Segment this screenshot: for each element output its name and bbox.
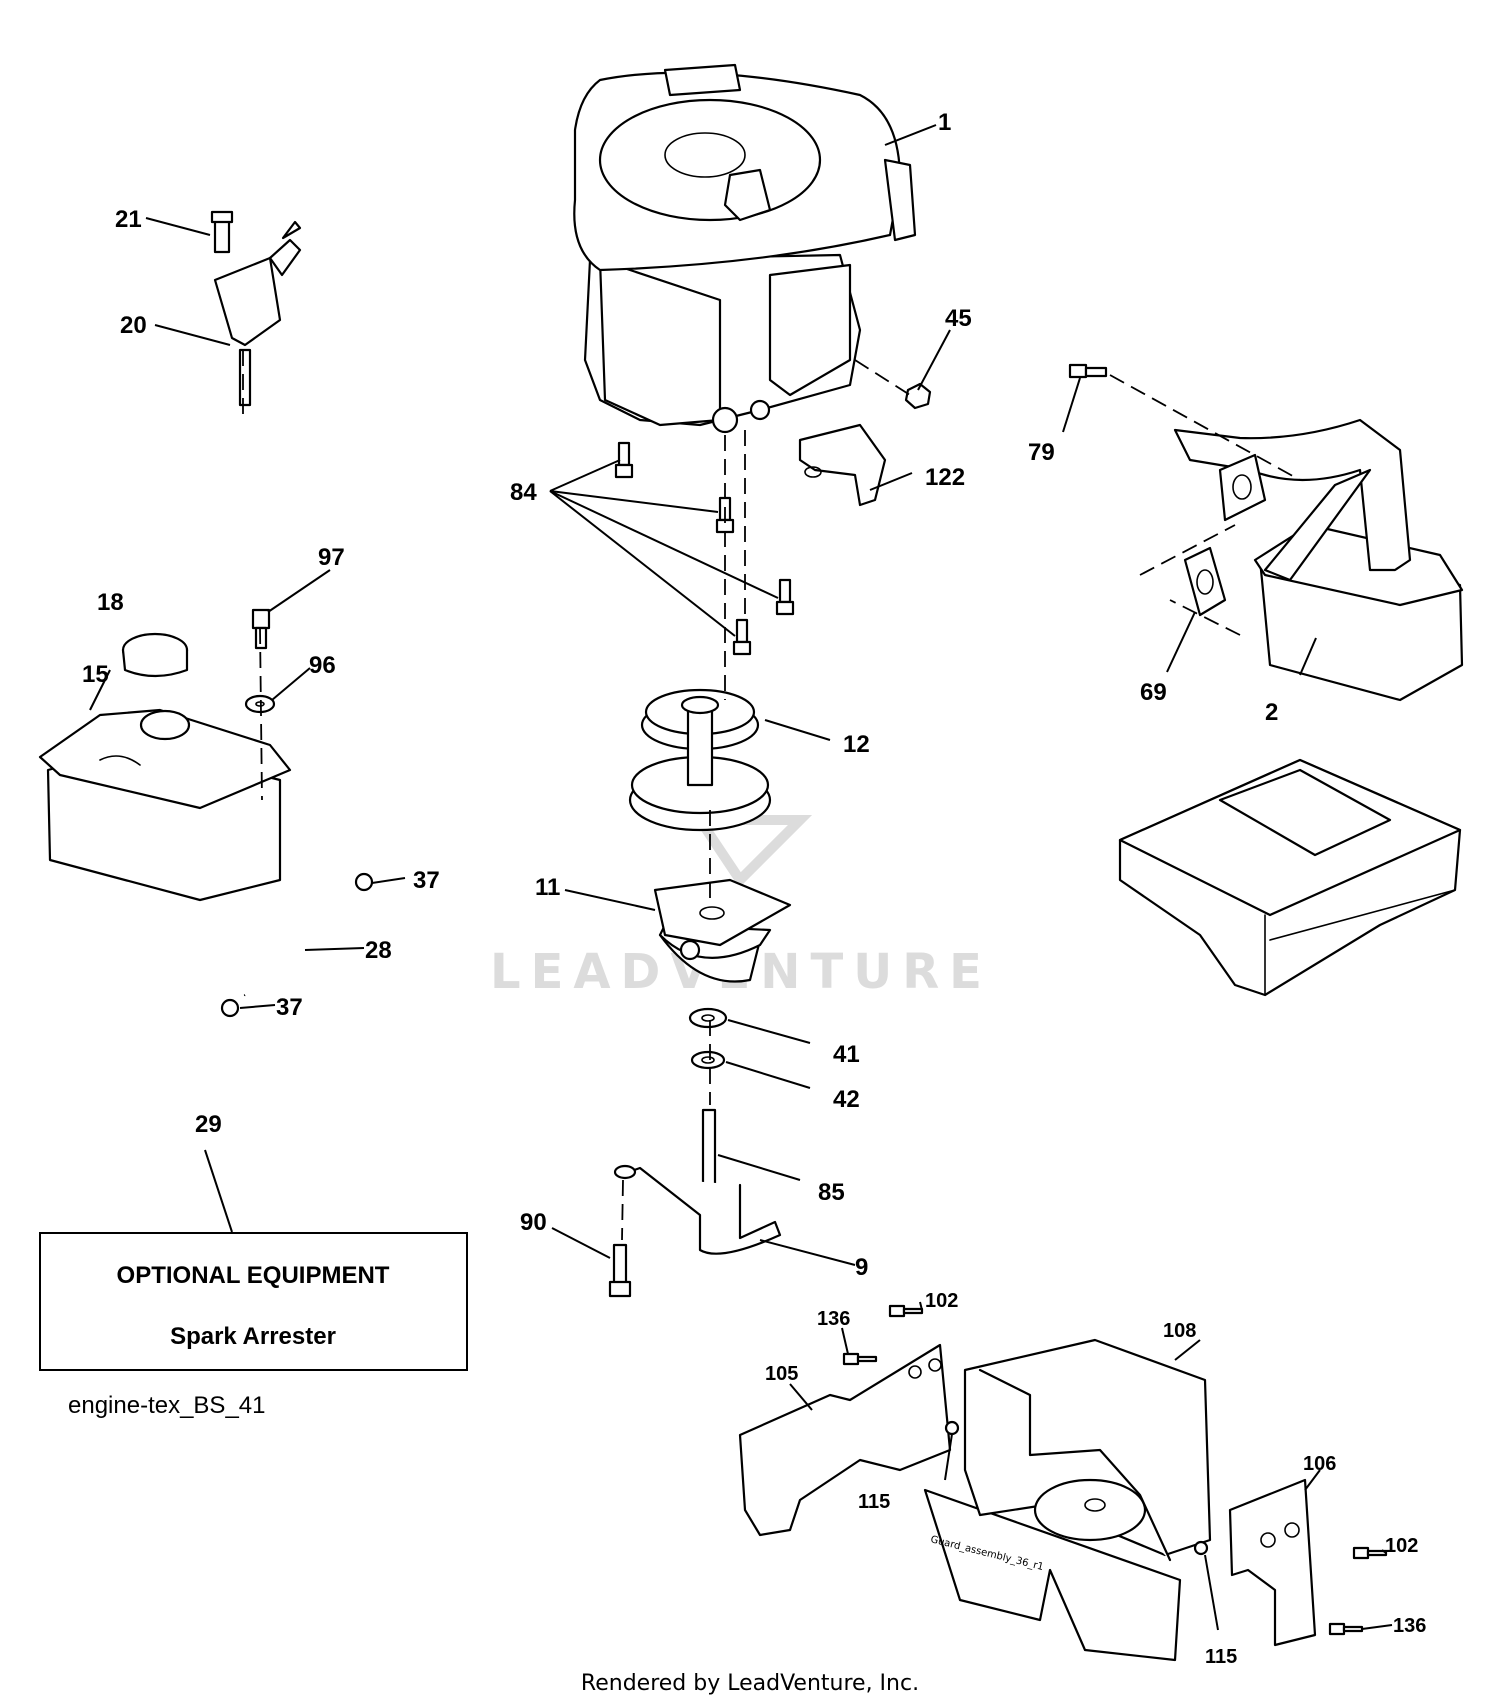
assembly-lines bbox=[242, 350, 1301, 1241]
callout-9: 9 bbox=[855, 1254, 868, 1281]
callout-15: 15 bbox=[82, 661, 109, 688]
callout-18: 18 bbox=[97, 589, 124, 616]
bracket-9[interactable] bbox=[613, 1164, 782, 1255]
electric-clutch-11[interactable] bbox=[653, 878, 792, 983]
callout-45: 45 bbox=[945, 305, 972, 332]
optional-equipment-heading: OPTIONAL EQUIPMENT bbox=[117, 1262, 390, 1289]
hose-clamp-top[interactable] bbox=[354, 872, 374, 892]
callout-41: 41 bbox=[833, 1041, 860, 1068]
callout-2: 2 bbox=[1265, 699, 1278, 726]
guard-plate-106[interactable] bbox=[1228, 1478, 1317, 1647]
callout-84: 84 bbox=[510, 479, 537, 506]
fuel-cap[interactable] bbox=[121, 632, 189, 678]
callout-12: 12 bbox=[843, 731, 870, 758]
exhaust-flange-gasket[interactable] bbox=[1218, 453, 1267, 522]
callout-79: 79 bbox=[1028, 439, 1055, 466]
callout-21: 21 bbox=[115, 206, 142, 233]
pulley-12[interactable] bbox=[628, 688, 772, 832]
guard-108[interactable]: Guard_assembly_36_r1 bbox=[923, 1338, 1212, 1662]
callout-115-right: 115 bbox=[1205, 1646, 1237, 1668]
callout-20: 20 bbox=[120, 312, 147, 339]
engine[interactable] bbox=[573, 63, 917, 434]
muffler[interactable] bbox=[1173, 418, 1464, 702]
fuel-line[interactable] bbox=[243, 880, 362, 997]
hose-clamp-bottom[interactable] bbox=[220, 998, 240, 1018]
callout-136-bottom: 136 bbox=[1393, 1615, 1426, 1637]
bolt-90[interactable] bbox=[608, 1243, 632, 1298]
leader-lines bbox=[89, 124, 1393, 1631]
nut-45[interactable] bbox=[904, 382, 932, 410]
callout-108: 108 bbox=[1163, 1320, 1196, 1342]
callout-97: 97 bbox=[318, 544, 345, 571]
callout-105: 105 bbox=[765, 1363, 798, 1385]
callout-136-top: 136 bbox=[817, 1308, 850, 1330]
optional-equipment-box: OPTIONAL EQUIPMENT Spark Arrester bbox=[39, 1232, 468, 1371]
throttle-control[interactable] bbox=[210, 210, 302, 407]
callout-28: 28 bbox=[365, 937, 392, 964]
callout-labels: 1 2 9 11 12 15 18 20 21 28 29 37 37 41 4… bbox=[82, 109, 1426, 1668]
washer-42[interactable] bbox=[690, 1050, 726, 1070]
bolts-84[interactable] bbox=[614, 441, 795, 656]
fasteners-102-136-115[interactable] bbox=[842, 1304, 1388, 1636]
washer-41[interactable] bbox=[688, 1007, 728, 1029]
callout-42: 42 bbox=[833, 1086, 860, 1113]
callout-102-top: 102 bbox=[925, 1290, 958, 1312]
callout-11: 11 bbox=[535, 874, 560, 901]
callout-106: 106 bbox=[1303, 1453, 1336, 1475]
engine-mount-plate[interactable] bbox=[1118, 758, 1462, 997]
gasket-69[interactable] bbox=[1183, 546, 1227, 617]
callout-1: 1 bbox=[938, 109, 951, 136]
callout-90: 90 bbox=[520, 1209, 547, 1236]
callout-115-left: 115 bbox=[858, 1491, 890, 1513]
callout-122: 122 bbox=[925, 464, 965, 491]
bracket-122[interactable] bbox=[798, 423, 887, 507]
callout-37-top: 37 bbox=[413, 867, 440, 894]
fuel-tank[interactable] bbox=[38, 708, 292, 902]
callout-37-bottom: 37 bbox=[276, 994, 303, 1021]
callout-29: 29 bbox=[195, 1111, 222, 1138]
gasket-79[interactable] bbox=[1068, 363, 1108, 379]
callout-96: 96 bbox=[309, 652, 336, 679]
callout-69: 69 bbox=[1140, 679, 1167, 706]
footer-credit: Rendered by LeadVenture, Inc. bbox=[581, 1671, 919, 1696]
callout-102-bottom: 102 bbox=[1385, 1535, 1418, 1557]
guard-plate-105[interactable] bbox=[738, 1343, 952, 1537]
diagram-code: engine-tex_BS_41 bbox=[68, 1392, 265, 1419]
optional-equipment-item: Spark Arrester bbox=[170, 1323, 336, 1350]
callout-85: 85 bbox=[818, 1179, 845, 1206]
